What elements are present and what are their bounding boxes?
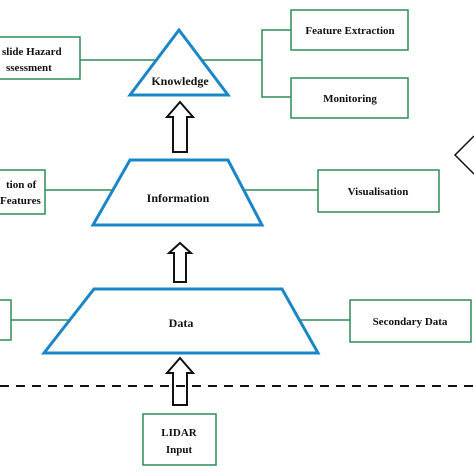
features-label-line2: Features — [0, 195, 41, 207]
feature-extraction-box — [290, 9, 409, 51]
monitoring-box — [290, 77, 409, 119]
landslide-hazard-label-line2: ssessment — [6, 62, 52, 74]
lidar-input-box — [142, 413, 217, 466]
up-arrow-lidar-to-data — [164, 356, 196, 406]
data-label: Data — [169, 316, 194, 330]
up-arrow-data-to-information — [166, 241, 194, 283]
source-data-box — [0, 299, 12, 341]
partial-diamond-shape — [453, 135, 474, 175]
knowledge-label: Knowledge — [151, 74, 209, 88]
lidar-input-label-line2: Input — [166, 444, 193, 456]
connector-branch — [261, 29, 291, 98]
data-trapezoid — [40, 287, 321, 355]
information-label: Information — [147, 191, 210, 205]
up-arrow-information-to-knowledge — [164, 100, 196, 153]
secondary-data-label: Secondary Data — [373, 316, 448, 328]
visualisation-box — [317, 169, 440, 213]
secondary-data-box — [349, 299, 472, 343]
monitoring-label: Monitoring — [323, 93, 377, 105]
features-label-line1: tion of — [6, 179, 37, 191]
features-box — [0, 169, 46, 215]
visualisation-label: Visualisation — [348, 186, 409, 198]
landslide-hazard-box — [0, 36, 81, 80]
landslide-hazard-label-line1: slide Hazard — [2, 46, 62, 58]
lidar-input-label-line1: LIDAR — [161, 427, 198, 439]
feature-extraction-label: Feature Extraction — [305, 25, 394, 37]
knowledge-triangle — [126, 27, 232, 97]
information-trapezoid — [90, 158, 265, 227]
